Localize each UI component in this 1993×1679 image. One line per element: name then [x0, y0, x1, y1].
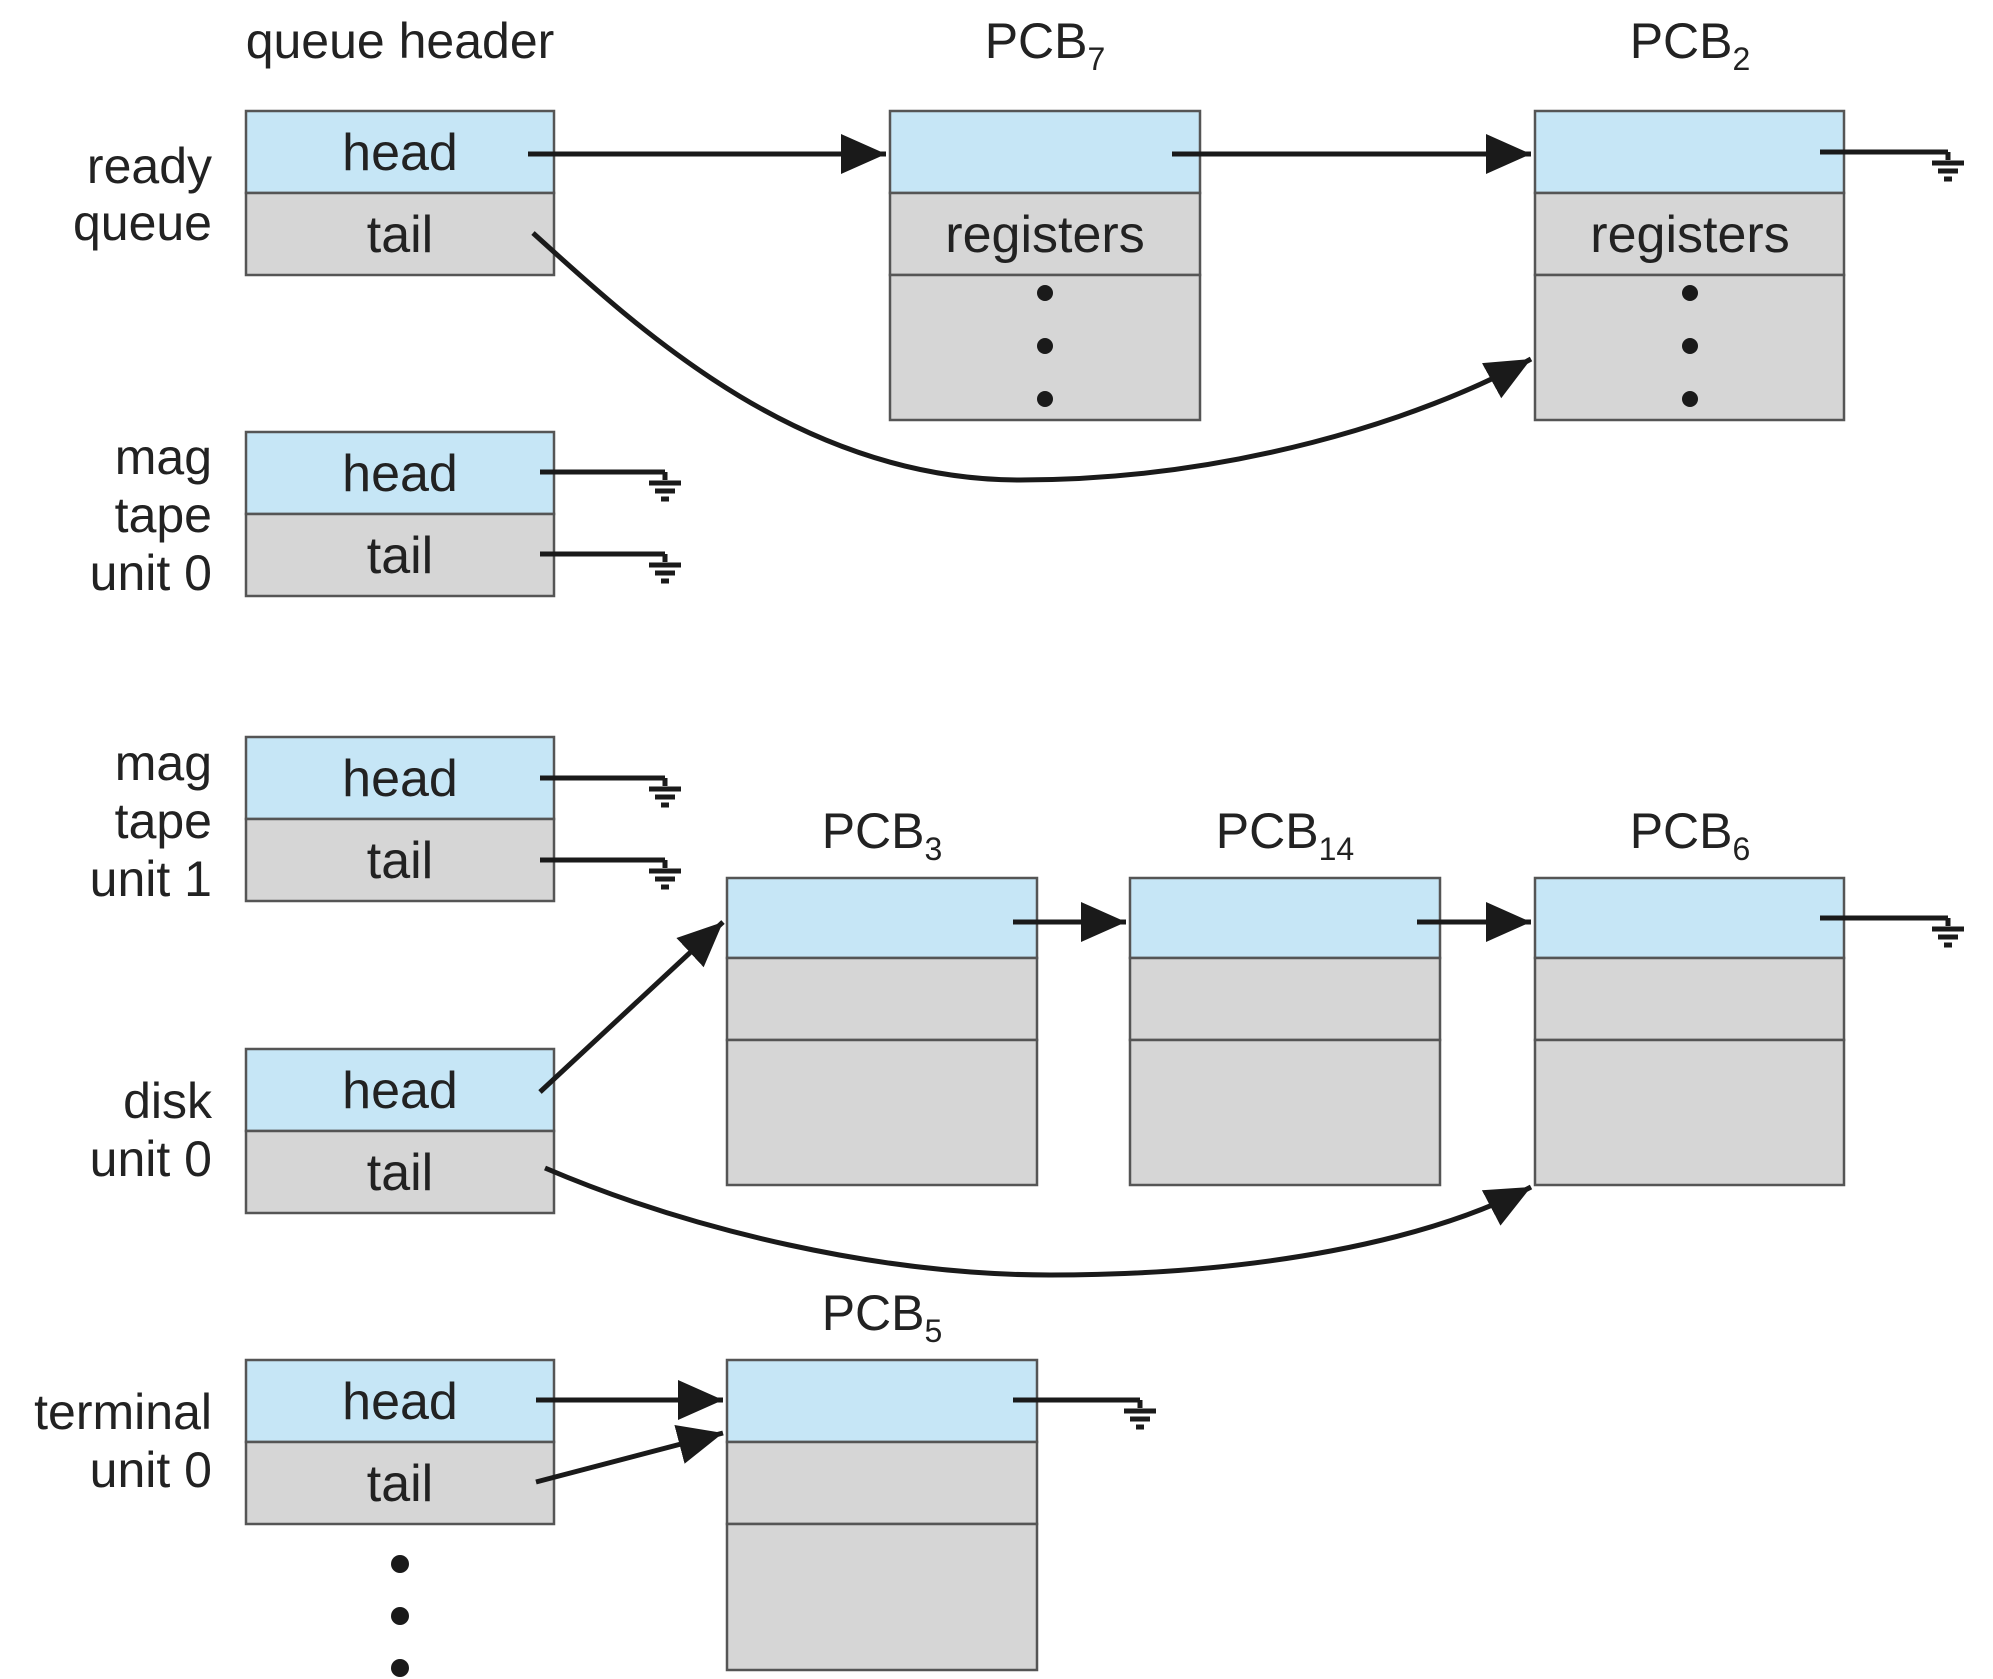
pcb-2-title: PCB2	[1630, 13, 1751, 77]
disk-tail-to-pcb6-arrow	[544, 1165, 1533, 1278]
ready-queue-head-cell	[244, 109, 556, 195]
pcb-7-base: PCB	[985, 13, 1088, 69]
pcb-14-title: PCB14	[1216, 803, 1354, 867]
more-queues-ellipsis-dot	[391, 1607, 409, 1625]
pcb-6-pointer-cell	[1533, 876, 1846, 960]
mag-tape-1-head-null-ground-icon	[540, 775, 681, 808]
mag-tape-1-label-line1: mag	[115, 735, 212, 791]
ready-queue-tail-text: tail	[367, 206, 433, 264]
pcb-7-ellipsis-dot	[1037, 391, 1053, 407]
pcb-6-rest-cell	[1533, 1038, 1846, 1187]
mag-tape-0-tail-null-ground-icon	[540, 551, 681, 584]
pcb-3-rest-cell	[725, 1038, 1039, 1187]
pcb-5-title: PCB5	[822, 1285, 943, 1349]
more-queues-ellipsis-dot	[391, 1555, 409, 1573]
pcb-3-sub: 3	[925, 831, 943, 867]
pcb-7-pointer-cell	[888, 109, 1202, 195]
mag-tape-1-label-line3: unit 1	[90, 851, 212, 907]
pcb-5-sub: 5	[925, 1313, 943, 1349]
pcb-2-base: PCB	[1630, 13, 1733, 69]
terminal-0-head-text: head	[342, 1373, 458, 1431]
mag-tape-1-tail-cell	[244, 817, 556, 903]
pcb-2-registers-text: registers	[1590, 206, 1789, 264]
disk-0-tail-cell	[244, 1129, 556, 1215]
mag-tape-1-label-line2: tape	[115, 793, 212, 849]
pcb-7-registers-text: registers	[945, 206, 1144, 264]
pcb-3-title: PCB3	[822, 803, 943, 867]
terminal-0-label-line2: unit 0	[90, 1442, 212, 1498]
mag-tape-0-label-line3: unit 0	[90, 545, 212, 601]
disk-0-head-text: head	[342, 1062, 458, 1120]
mag-tape-unit-1-queue: mag tape unit 1 head tail	[90, 735, 681, 907]
pcb-7-sub: 7	[1088, 41, 1106, 77]
pcb-3-pointer-cell	[725, 876, 1039, 960]
mag-tape-1-head-cell	[244, 735, 556, 821]
mag-tape-1-tail-text: tail	[367, 832, 433, 890]
terminal-unit-0-queue: terminal unit 0 head tail	[34, 1358, 556, 1526]
pcb-14-sub: 14	[1319, 831, 1355, 867]
pcb-7: PCB7 registers	[888, 13, 1202, 422]
pcb5-null-ground-icon	[1013, 1397, 1156, 1430]
terminal-0-label-line1: terminal	[34, 1384, 212, 1440]
mag-tape-1-head-text: head	[342, 750, 458, 808]
pcb-14-pointer-cell	[1128, 876, 1442, 960]
mag-tape-0-label-line2: tape	[115, 487, 212, 543]
pcb-3: PCB3	[725, 803, 1039, 1187]
disk-unit-0-queue: disk unit 0 head tail	[90, 1047, 556, 1215]
disk-head-to-pcb3-arrow	[538, 920, 725, 1094]
mag-tape-0-tail-cell	[244, 512, 556, 598]
ready-tail-to-pcb2-arrow	[531, 231, 1533, 483]
mag-tape-1-tail-null-ground-icon	[540, 857, 681, 890]
pcb-2-ellipsis-dot	[1682, 285, 1698, 301]
pcb-6-second-cell	[1533, 956, 1846, 1042]
pcb-14-rest-cell	[1128, 1038, 1442, 1187]
pcb-6: PCB6	[1533, 803, 1846, 1187]
pcb2-null-ground-icon	[1820, 149, 1964, 182]
pcb-2-sub: 2	[1733, 41, 1751, 77]
terminal-0-tail-cell	[244, 1440, 556, 1526]
mag-tape-0-head-null-ground-icon	[540, 469, 681, 502]
disk-0-label-line1: disk	[123, 1073, 213, 1129]
pcb6-null-ground-icon	[1820, 915, 1964, 948]
terminal-0-tail-text: tail	[367, 1455, 433, 1513]
mag-tape-0-head-cell	[244, 430, 556, 516]
mag-tape-unit-0-queue: mag tape unit 0 head tail	[90, 429, 681, 601]
pcb-14-base: PCB	[1216, 803, 1319, 859]
pcb-6-title: PCB6	[1630, 803, 1751, 867]
pcb-14: PCB14	[1128, 803, 1442, 1187]
pcb-3-base: PCB	[822, 803, 925, 859]
more-queues-ellipsis-dot	[391, 1659, 409, 1677]
pcb-5: PCB5	[725, 1285, 1039, 1672]
pcb-5-pointer-cell	[725, 1358, 1039, 1444]
mag-tape-0-label-line1: mag	[115, 429, 212, 485]
pcb-2-pointer-cell	[1533, 109, 1846, 195]
pcb-7-registers-cell	[888, 191, 1202, 277]
ready-queue-head-text: head	[342, 124, 458, 182]
disk-0-tail-text: tail	[367, 1144, 433, 1202]
pcb-7-ellipsis-dot	[1037, 338, 1053, 354]
pcb-2-ellipsis-dot	[1682, 338, 1698, 354]
ready-queue-label-line1: ready	[87, 138, 212, 194]
pcb-6-base: PCB	[1630, 803, 1733, 859]
terminal-tail-to-pcb5-arrow	[535, 1425, 724, 1485]
pcb-7-title: PCB7	[985, 13, 1106, 77]
ready-queue: ready queue head tail	[73, 109, 556, 277]
pcb-2: PCB2 registers	[1533, 13, 1846, 422]
pcb-14-second-cell	[1128, 956, 1442, 1042]
disk-0-label-line2: unit 0	[90, 1131, 212, 1187]
pcb-5-second-cell	[725, 1440, 1039, 1526]
pcb-2-ellipsis-dot	[1682, 391, 1698, 407]
pcb-5-rest-cell	[725, 1522, 1039, 1672]
ready-queue-label-line2: queue	[73, 195, 212, 251]
mag-tape-0-tail-text: tail	[367, 527, 433, 585]
queue-header-label: queue header	[246, 13, 555, 69]
pcb-7-ellipsis-dot	[1037, 285, 1053, 301]
mag-tape-0-head-text: head	[342, 445, 458, 503]
pcb-3-second-cell	[725, 956, 1039, 1042]
ready-queue-tail-cell	[244, 191, 556, 277]
pcb-5-base: PCB	[822, 1285, 925, 1341]
pcb-6-sub: 6	[1733, 831, 1751, 867]
